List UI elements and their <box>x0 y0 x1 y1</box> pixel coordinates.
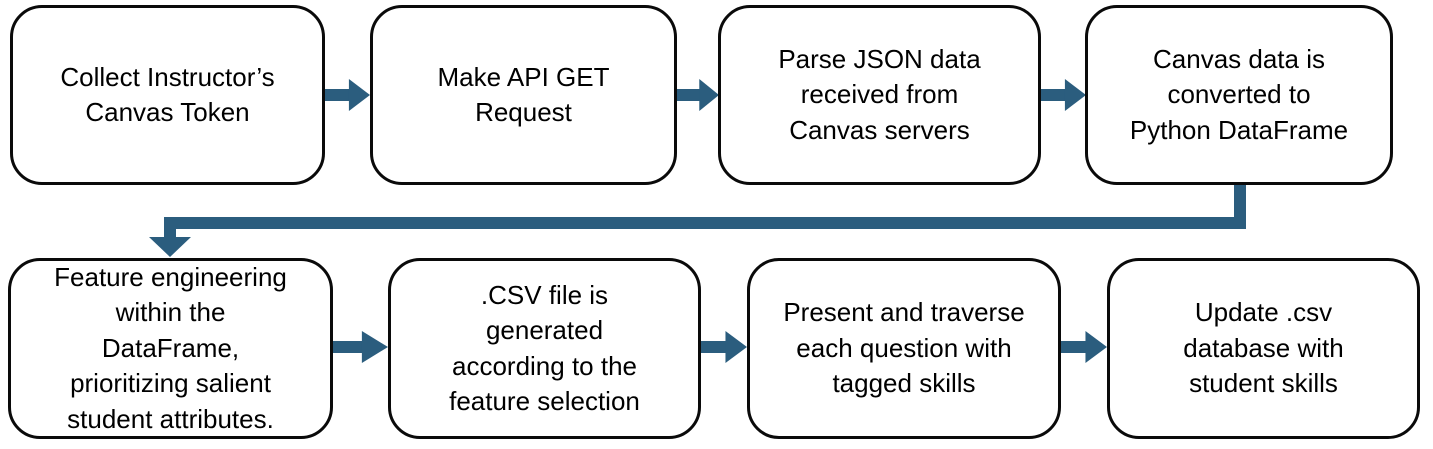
right-arrow-icon <box>324 79 370 111</box>
flow-step-label: Make API GET Request <box>437 61 610 127</box>
flow-step-csv-generated: .CSV file is generated according to the … <box>388 258 701 439</box>
flow-step-update-csv: Update .csv database with student skills <box>1107 258 1420 439</box>
flow-step-label: Canvas data is converted to Python DataF… <box>1129 43 1349 145</box>
flow-step-label: Feature engineering within the DataFrame… <box>54 262 287 434</box>
right-arrow-icon <box>1060 331 1107 363</box>
flow-step-to-dataframe: Canvas data is converted to Python DataF… <box>1085 5 1393 185</box>
flow-step-api-get-request: Make API GET Request <box>370 5 677 185</box>
right-arrow-icon <box>700 331 747 363</box>
flow-step-collect-token: Collect Instructor’s Canvas Token <box>10 5 325 185</box>
flow-step-parse-json: Parse JSON data received from Canvas ser… <box>718 5 1041 185</box>
flow-step-feature-engineering: Feature engineering within the DataFrame… <box>8 258 333 439</box>
right-arrow-icon <box>676 79 719 111</box>
flow-step-label: Collect Instructor’s Canvas Token <box>60 61 275 127</box>
flow-step-label: .CSV file is generated according to the … <box>449 279 640 416</box>
right-arrow-icon <box>1040 79 1086 111</box>
right-arrow-icon <box>331 331 388 363</box>
flow-step-label: Present and traverse each question with … <box>783 297 1025 399</box>
flow-step-label: Update .csv database with student skills <box>1183 297 1344 399</box>
flow-step-label: Parse JSON data received from Canvas ser… <box>778 43 981 145</box>
flow-step-traverse-questions: Present and traverse each question with … <box>747 258 1061 439</box>
